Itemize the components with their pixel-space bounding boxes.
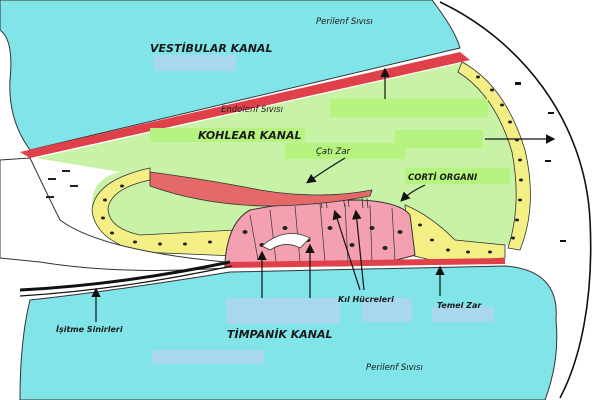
nerve-fibers-2 [19,265,233,297]
label-tympanic-canal: TİMPANİK KANAL [227,327,333,341]
basilar-membrane [225,258,505,268]
arrow-hair-right [351,209,365,291]
inner-sulcus-cells [91,167,237,257]
nerve-fibers [19,260,231,292]
arrow-corti [400,184,426,202]
arrow-tectorial [306,157,346,184]
edge-marks [515,82,566,242]
label-hair-cells: Kıl Hücreleri [338,295,394,304]
vestibular-canal-region [0,0,461,151]
blue-label-boxes [152,55,494,364]
label-tectorial-membrane: Çatı Zar [316,147,351,157]
arrow-hair-left [332,209,361,291]
stria-cell-nuclei [476,75,523,240]
spiral-lamina [0,157,226,271]
tectorial-membrane [149,171,373,207]
tympanic-canal-region [19,265,558,400]
lamina-dashes [46,170,78,198]
pointer-arrows [91,67,556,322]
inner-sulcus-nuclei [101,184,212,246]
label-organ-of-corti: CORTİ ORGANI [408,172,477,183]
label-basilar-membrane: Temel Zar [437,301,482,310]
green-label-boxes [150,99,510,184]
corti-cell-lines [249,203,396,263]
label-perilymph-top: Perilenf Sıvısı [316,17,373,27]
stria-cells [457,61,531,251]
reissner-membrane [20,52,470,158]
label-vestibular-canal: VESTİBULAR KANAL [150,41,272,55]
label-endolymph: Endolenf Sıvısı [221,105,283,115]
label-perilymph-bottom: Perilenf Sıvısı [366,363,423,373]
tunnel-of-corti [261,233,311,251]
label-auditory-nerves: İşitme Sinirleri [56,324,123,334]
outer-cell-nuclei [418,223,492,254]
bony-wall-arc [439,1,592,399]
label-cochlear-canal: KOHLEAR KANAL [198,129,301,142]
